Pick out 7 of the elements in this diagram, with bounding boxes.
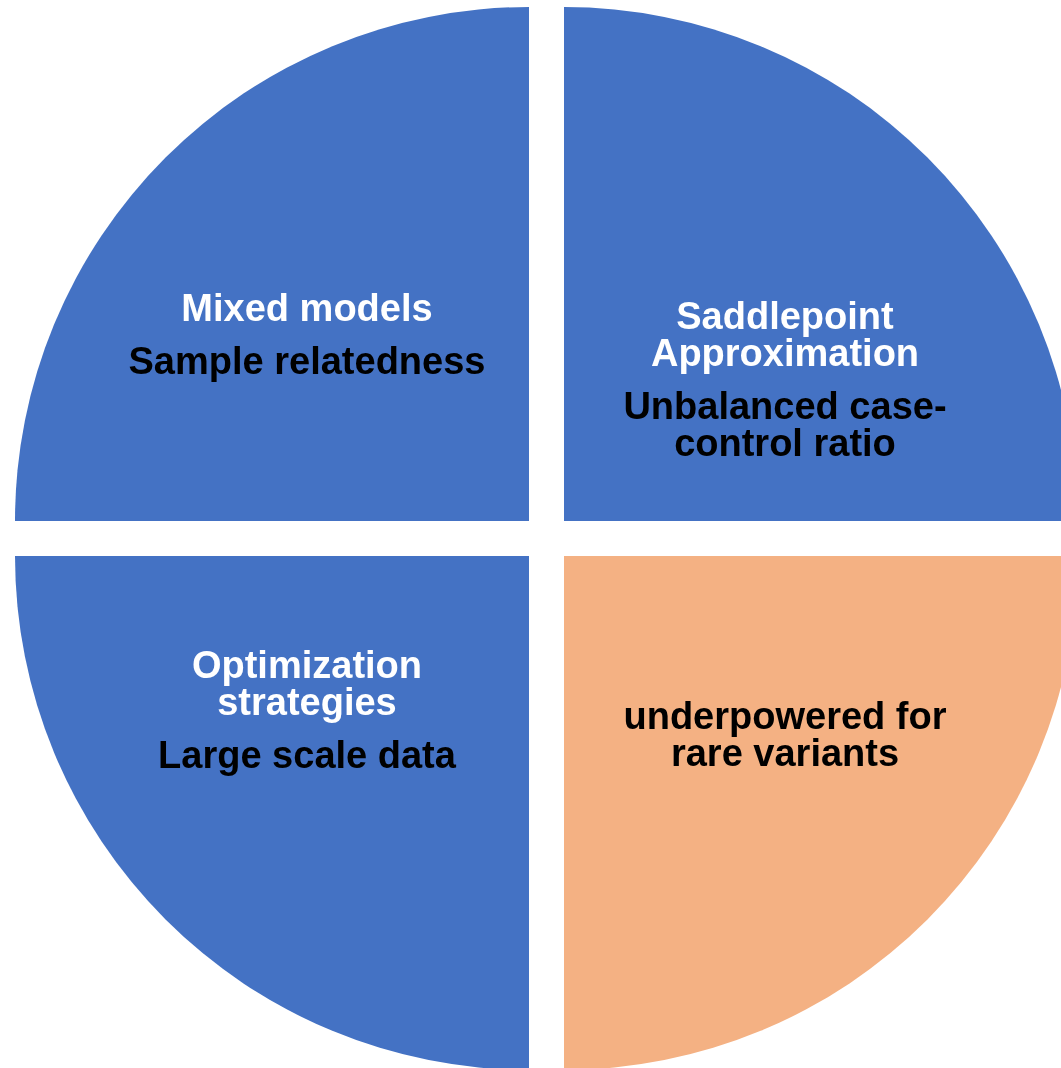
segment-text: Unbalanced case-control ratio bbox=[622, 388, 948, 462]
segment-heading: Mixed models bbox=[180, 290, 434, 327]
segment-heading: Optimization strategies bbox=[190, 647, 424, 721]
segment-text: Large scale data bbox=[157, 737, 457, 774]
segment-heading: Saddlepoint Approximation bbox=[649, 298, 921, 372]
segment-text: underpowered for rare variants bbox=[622, 698, 948, 772]
segment-text: Sample relatedness bbox=[127, 343, 487, 380]
